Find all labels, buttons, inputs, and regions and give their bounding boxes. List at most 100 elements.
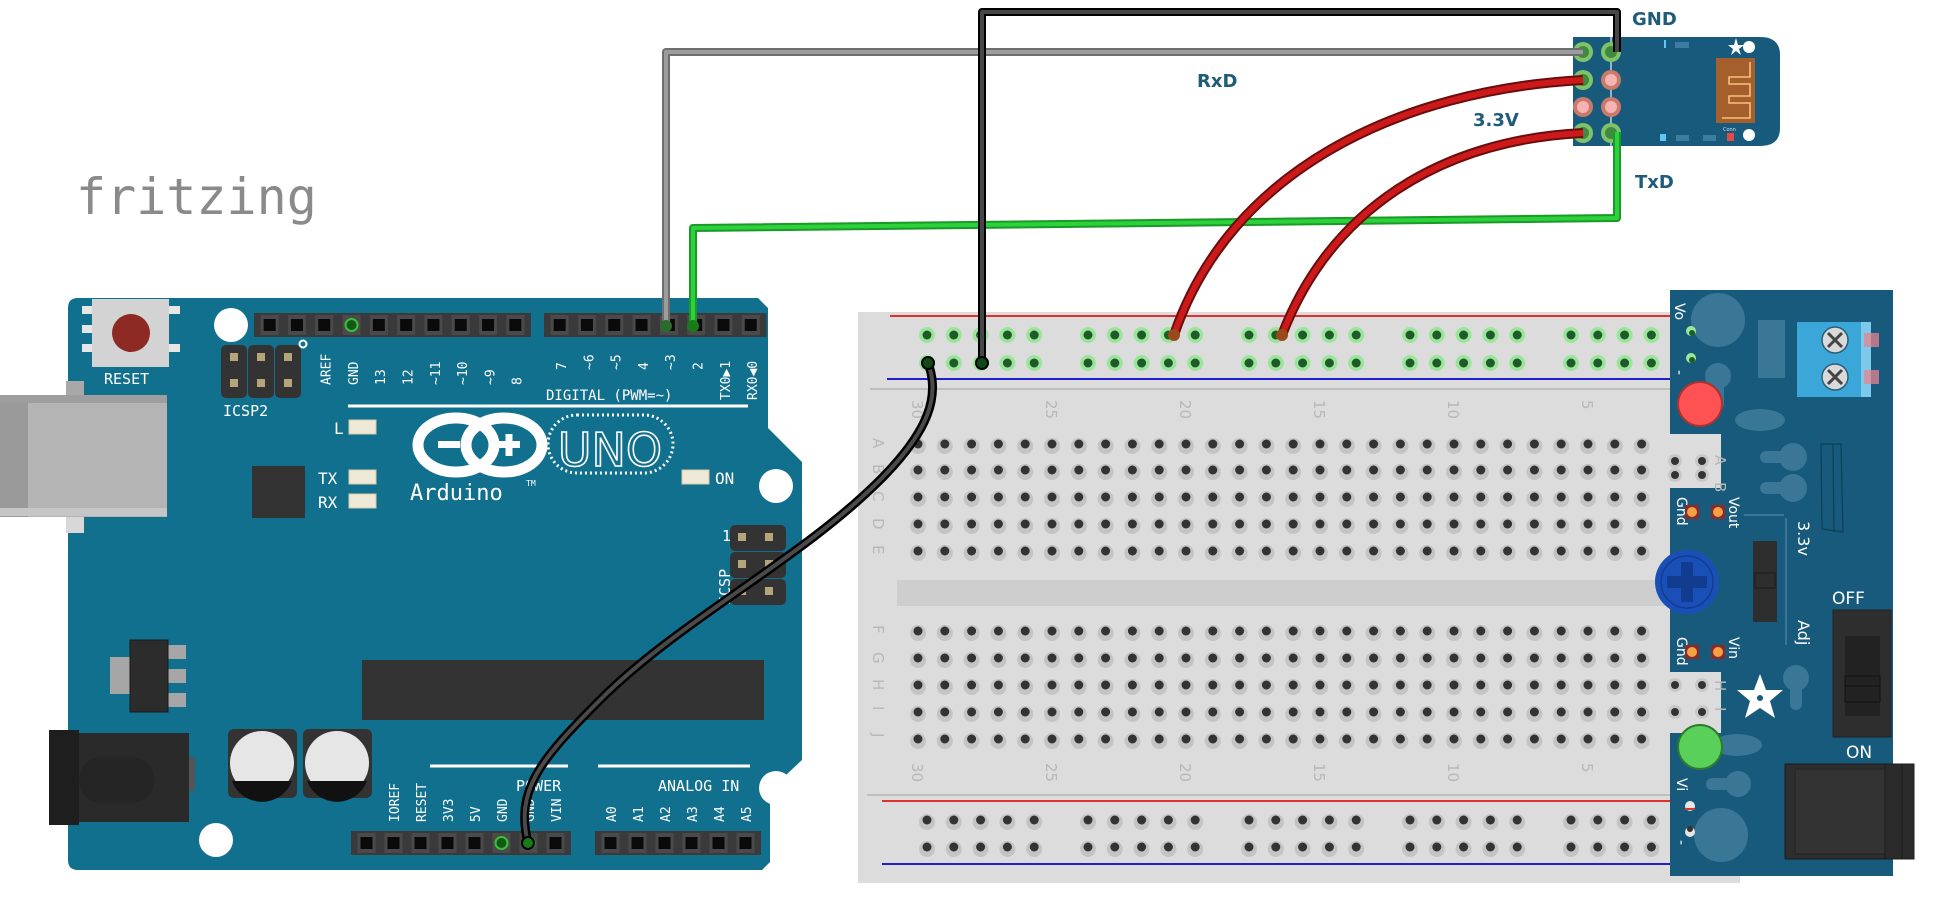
red-led bbox=[1677, 381, 1723, 427]
power-label: POWER bbox=[516, 777, 562, 795]
minus-bottom-label: - bbox=[1673, 840, 1689, 845]
column-number: 30 bbox=[908, 763, 926, 782]
digital-header-right-pin[interactable] bbox=[608, 319, 621, 331]
led-rx bbox=[348, 493, 377, 509]
reset-label: RESET bbox=[104, 370, 149, 388]
row-label: B bbox=[869, 464, 887, 474]
digital-header-left-pin[interactable] bbox=[290, 319, 303, 331]
rxd-wire[interactable] bbox=[662, 48, 1583, 326]
potentiometer[interactable] bbox=[1655, 550, 1719, 614]
power-pin-label: 5V bbox=[469, 806, 484, 822]
silk-outline bbox=[1820, 443, 1844, 533]
column-number: 25 bbox=[1042, 400, 1060, 419]
row-label: A bbox=[869, 438, 887, 449]
analog-header-pin[interactable] bbox=[685, 837, 698, 849]
on-label: ON bbox=[1846, 743, 1872, 763]
led-on-label: ON bbox=[715, 469, 734, 488]
analog-header-pin[interactable] bbox=[658, 837, 671, 849]
analog-header-pin[interactable] bbox=[712, 837, 725, 849]
pm-row-label: A bbox=[1711, 455, 1729, 466]
icsp-pin1-label: 1 bbox=[722, 527, 731, 545]
row-label: G bbox=[869, 652, 887, 664]
wire-end bbox=[1168, 329, 1180, 341]
digital-header-right-pin[interactable] bbox=[553, 319, 566, 331]
digital-pin-label: 8 bbox=[511, 377, 526, 385]
txd-wire[interactable] bbox=[689, 132, 1621, 326]
vcc-wire-2[interactable] bbox=[1277, 128, 1584, 337]
digital-header-left-pin[interactable] bbox=[509, 319, 522, 331]
analog-header-pin[interactable] bbox=[604, 837, 617, 849]
wire-end bbox=[1276, 329, 1288, 341]
voltage-select-switch[interactable] bbox=[1753, 541, 1777, 622]
power-switch[interactable] bbox=[1832, 609, 1892, 738]
pm-row-label: B bbox=[1711, 482, 1729, 492]
off-label: OFF bbox=[1832, 589, 1865, 609]
power-header-pin[interactable] bbox=[549, 837, 562, 849]
analog-pin-label: A1 bbox=[632, 806, 647, 822]
pm-row-label: H bbox=[1711, 680, 1729, 691]
vo-label: Vo bbox=[1671, 303, 1687, 320]
row-label: C bbox=[869, 491, 887, 501]
power-header-pin[interactable] bbox=[360, 837, 373, 849]
pm-row-label: I bbox=[1711, 707, 1729, 711]
breadboard-holes bbox=[910, 327, 1660, 857]
column-number: 15 bbox=[1310, 400, 1328, 419]
trademark: TM bbox=[526, 479, 536, 488]
mounting-hole bbox=[214, 308, 248, 342]
column-number: 25 bbox=[1042, 763, 1060, 782]
led-tx-label: TX bbox=[318, 469, 338, 488]
usb-chip bbox=[252, 466, 305, 518]
led-l bbox=[348, 419, 377, 435]
power-header-pin[interactable] bbox=[387, 837, 400, 849]
power-pin-label: VIN bbox=[550, 799, 565, 822]
txd-wire-label: TxD bbox=[1635, 172, 1674, 193]
digital-pin-label: TX0▶1 bbox=[719, 361, 734, 400]
digital-header-right-pin[interactable] bbox=[635, 319, 648, 331]
icsp2-header bbox=[221, 339, 308, 398]
analog-header-pin[interactable] bbox=[631, 837, 644, 849]
green-led bbox=[1677, 724, 1723, 770]
digital-header-right-pin[interactable] bbox=[744, 319, 757, 331]
digital-header-left-pin[interactable] bbox=[454, 319, 467, 331]
voltage-regulator bbox=[110, 639, 186, 713]
capacitor bbox=[303, 729, 372, 802]
mounting-hole bbox=[199, 823, 233, 857]
row-label: I bbox=[869, 706, 887, 710]
digital-header-left-pin-active[interactable] bbox=[344, 318, 359, 332]
screw-terminal[interactable] bbox=[1797, 322, 1879, 397]
row-label: E bbox=[869, 545, 887, 554]
wire-end bbox=[687, 320, 699, 332]
power-header-pin[interactable] bbox=[441, 837, 454, 849]
power-header-pin[interactable] bbox=[468, 837, 481, 849]
gnd-wire[interactable] bbox=[978, 8, 1621, 363]
digital-header-left-pin[interactable] bbox=[318, 319, 331, 331]
minus-label: - bbox=[1671, 370, 1687, 375]
power-supply-module[interactable]: A B H I bbox=[1655, 290, 1915, 876]
wire-end bbox=[921, 356, 935, 370]
esp-wifi-module[interactable]: Conn bbox=[1573, 37, 1780, 146]
reset-button[interactable] bbox=[82, 299, 180, 367]
power-header-pin[interactable] bbox=[414, 837, 427, 849]
power-pin-label: GND bbox=[496, 798, 511, 822]
digital-header-left-pin[interactable] bbox=[482, 319, 495, 331]
analog-pin-label: A5 bbox=[740, 806, 755, 822]
row-label: J bbox=[869, 732, 887, 737]
vout-pad bbox=[1713, 507, 1723, 517]
digital-header-left-pin[interactable] bbox=[372, 319, 385, 331]
digital-header-left-pin[interactable] bbox=[263, 319, 276, 331]
vin-label: Vin bbox=[1725, 637, 1741, 659]
digital-header-right-pin[interactable] bbox=[580, 319, 593, 331]
analog-pin-label: A4 bbox=[713, 806, 728, 822]
power-header-pin-active[interactable] bbox=[494, 836, 509, 850]
digital-header-left-pin[interactable] bbox=[427, 319, 440, 331]
digital-header-left-pin[interactable] bbox=[400, 319, 413, 331]
analog-header-pin[interactable] bbox=[739, 837, 752, 849]
digital-pin-label: ~10 bbox=[456, 362, 471, 385]
digital-header-right-pin[interactable] bbox=[717, 319, 730, 331]
column-number: 20 bbox=[1176, 400, 1194, 419]
v33-wire-label: 3.3V bbox=[1473, 110, 1519, 131]
mounting-hole bbox=[759, 771, 793, 805]
